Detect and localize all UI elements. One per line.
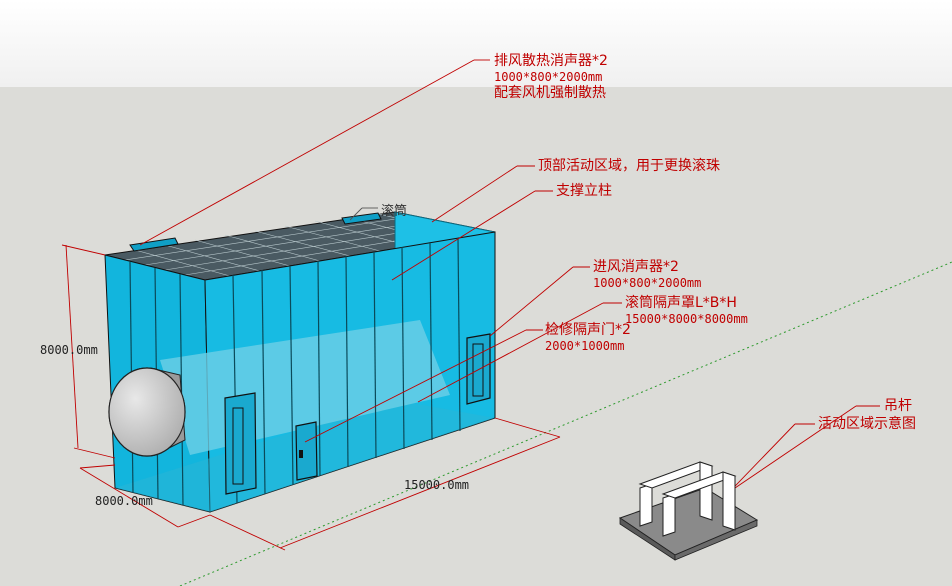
intake-silencer-label: 进风消声器*2 1000*800*2000mm: [593, 259, 701, 291]
enclosure-title: 滚筒隔声罩L*B*H: [625, 295, 737, 311]
sky: [0, 0, 952, 87]
exhaust-silencer-label: 排风散热消声器*2 1000*800*2000mm 配套风机强制散热: [494, 53, 608, 101]
support-post-label: 支撑立柱: [556, 183, 612, 199]
width-dimension: 8000.0mm: [95, 494, 153, 508]
height-dimension: 8000.0mm: [40, 343, 98, 357]
length-dimension: 15000.0mm: [404, 478, 470, 492]
intake-silencer: [224, 392, 257, 495]
active-area-model: [618, 461, 759, 561]
leader-lines: [139, 59, 880, 541]
intake-title: 进风消声器*2: [593, 259, 679, 275]
active-area-label: 活动区域示意图: [818, 416, 916, 432]
exhaust-note: 配套风机强制散热: [494, 85, 606, 101]
support-posts: [129, 237, 461, 506]
intake-silencer-2: [466, 333, 491, 405]
enclosure: [104, 211, 496, 513]
hanger-label: 吊杆: [884, 398, 912, 414]
roof-grid: [124, 212, 476, 277]
enclosure-label: 滚筒隔声罩L*B*H 15000*8000*8000mm: [625, 295, 748, 327]
enclosure-size: 15000*8000*8000mm: [625, 312, 748, 326]
exhaust-title: 排风散热消声器*2: [494, 53, 608, 69]
dimension-lines: [61, 244, 561, 551]
exhaust-size: 1000*800*2000mm: [494, 70, 603, 84]
top-area-label: 顶部活动区域，用于更换滚珠: [538, 158, 720, 174]
door-label: 检修隔声门*2 2000*1000mm: [545, 322, 631, 354]
exhaust-silencers: [129, 212, 382, 252]
drum-end: [108, 367, 186, 457]
leader-roller: [349, 207, 378, 221]
maintenance-door: [295, 421, 318, 481]
roller-label: 滚筒: [381, 204, 408, 219]
intake-size: 1000*800*2000mm: [593, 276, 702, 290]
door-size: 2000*1000mm: [545, 339, 625, 353]
door-title: 检修隔声门*2: [545, 322, 631, 338]
